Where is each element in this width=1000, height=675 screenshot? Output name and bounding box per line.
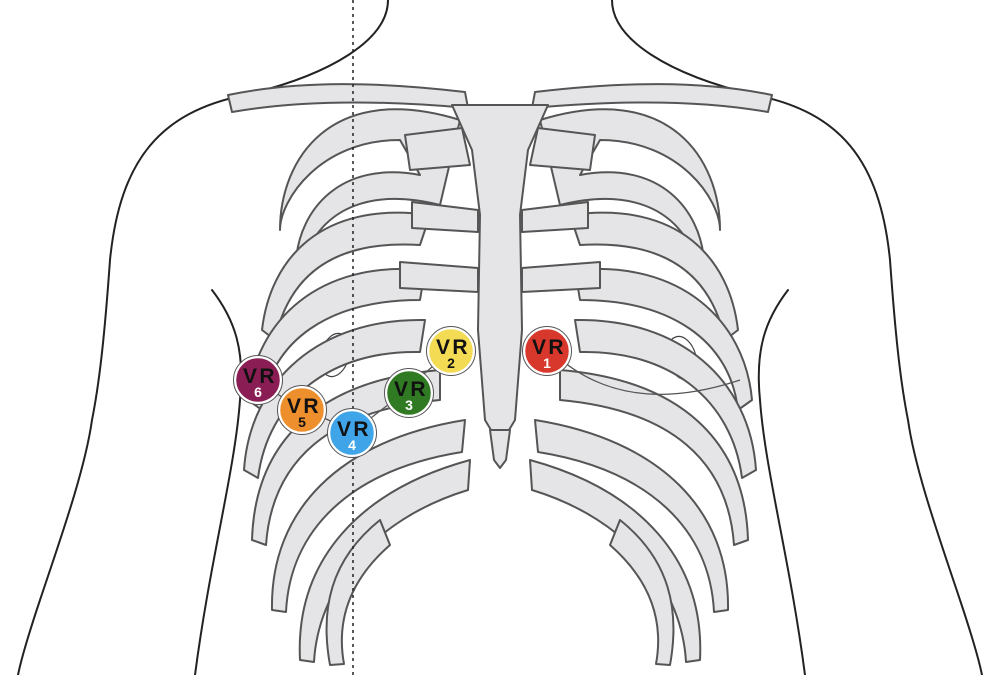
electrode-letter: V [243,365,257,388]
electrode-rim [522,326,572,376]
electrode-suffix: R [353,418,368,441]
electrode-suffix: R [259,365,274,388]
torso-outline [17,0,983,675]
electrode-disc [277,385,327,435]
electrode-disc [522,326,572,376]
electrode-number: 4 [348,437,356,453]
electrode-letter: V [394,378,408,401]
electrode-number: 1 [543,355,551,371]
electrode-letter: V [287,395,301,418]
electrode-rim [327,408,377,458]
electrode-letter: V [532,336,546,359]
electrode-disc [426,326,476,376]
electrode-disc [384,368,434,418]
electrode-suffix: R [548,336,563,359]
electrode-letter: V [337,418,351,441]
electrode-disc [233,355,283,405]
electrode-rim [277,385,327,435]
electrode-rim [233,355,283,405]
electrode-number: 2 [447,355,455,371]
electrode-number: 5 [298,414,306,430]
electrode-rim [384,368,434,418]
electrode-disc [327,408,377,458]
rib-cage [227,83,773,666]
electrode-number: 6 [254,384,262,400]
electrode-suffix: R [303,395,318,418]
electrode-rim [426,326,476,376]
electrode-suffix: R [410,378,425,401]
electrode-suffix: R [452,336,467,359]
electrode-letter: V [436,336,450,359]
electrode-number: 3 [405,397,413,413]
